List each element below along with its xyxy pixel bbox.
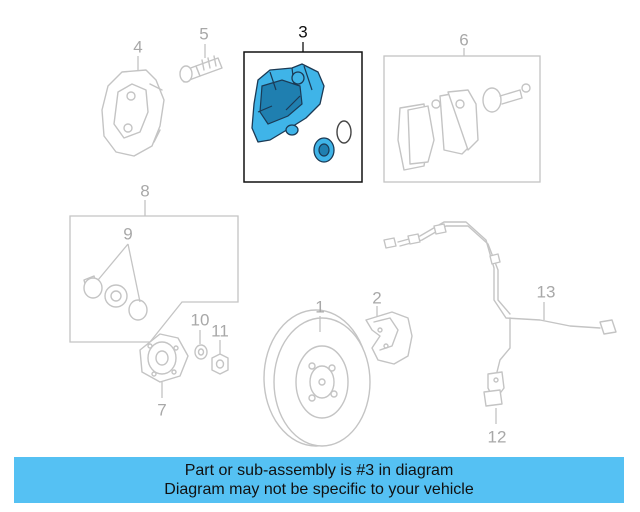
callout-12[interactable]: 12 <box>487 427 507 447</box>
part-13-abs-harness[interactable] <box>383 221 617 377</box>
part-5-guide-pin[interactable] <box>179 55 223 83</box>
callout-2[interactable]: 2 <box>372 288 382 308</box>
info-banner: Part or sub-assembly is #3 in diagram Di… <box>14 457 624 503</box>
callout-8[interactable]: 8 <box>140 181 150 201</box>
callout-1[interactable]: 1 <box>315 297 325 317</box>
callout-6[interactable]: 6 <box>459 30 469 50</box>
part-1-rotor[interactable] <box>263 309 371 447</box>
part-4-caliper-bracket[interactable] <box>101 69 165 157</box>
banner-line-2: Diagram may not be specific to your vehi… <box>164 481 474 498</box>
part-10-washer[interactable] <box>194 344 208 360</box>
callout-11[interactable]: 11 <box>211 321 229 341</box>
callout-13[interactable]: 13 <box>536 282 556 302</box>
callout-4[interactable]: 4 <box>133 37 143 57</box>
callout-3[interactable]: 3 <box>298 22 308 42</box>
callout-9[interactable]: 9 <box>123 224 133 244</box>
callout-7[interactable]: 7 <box>157 400 167 420</box>
part-8-hub-assembly[interactable] <box>69 200 239 383</box>
part-3-caliper[interactable] <box>243 51 363 183</box>
part-11-nut[interactable] <box>211 353 229 375</box>
part-6-brake-pads[interactable] <box>383 55 541 183</box>
callout-5[interactable]: 5 <box>199 24 209 44</box>
callout-10[interactable]: 10 <box>190 310 210 330</box>
part-2-dust-shield[interactable] <box>365 311 413 365</box>
part-12-speed-sensor[interactable] <box>483 371 505 407</box>
banner-line-1: Part or sub-assembly is #3 in diagram <box>184 462 454 479</box>
